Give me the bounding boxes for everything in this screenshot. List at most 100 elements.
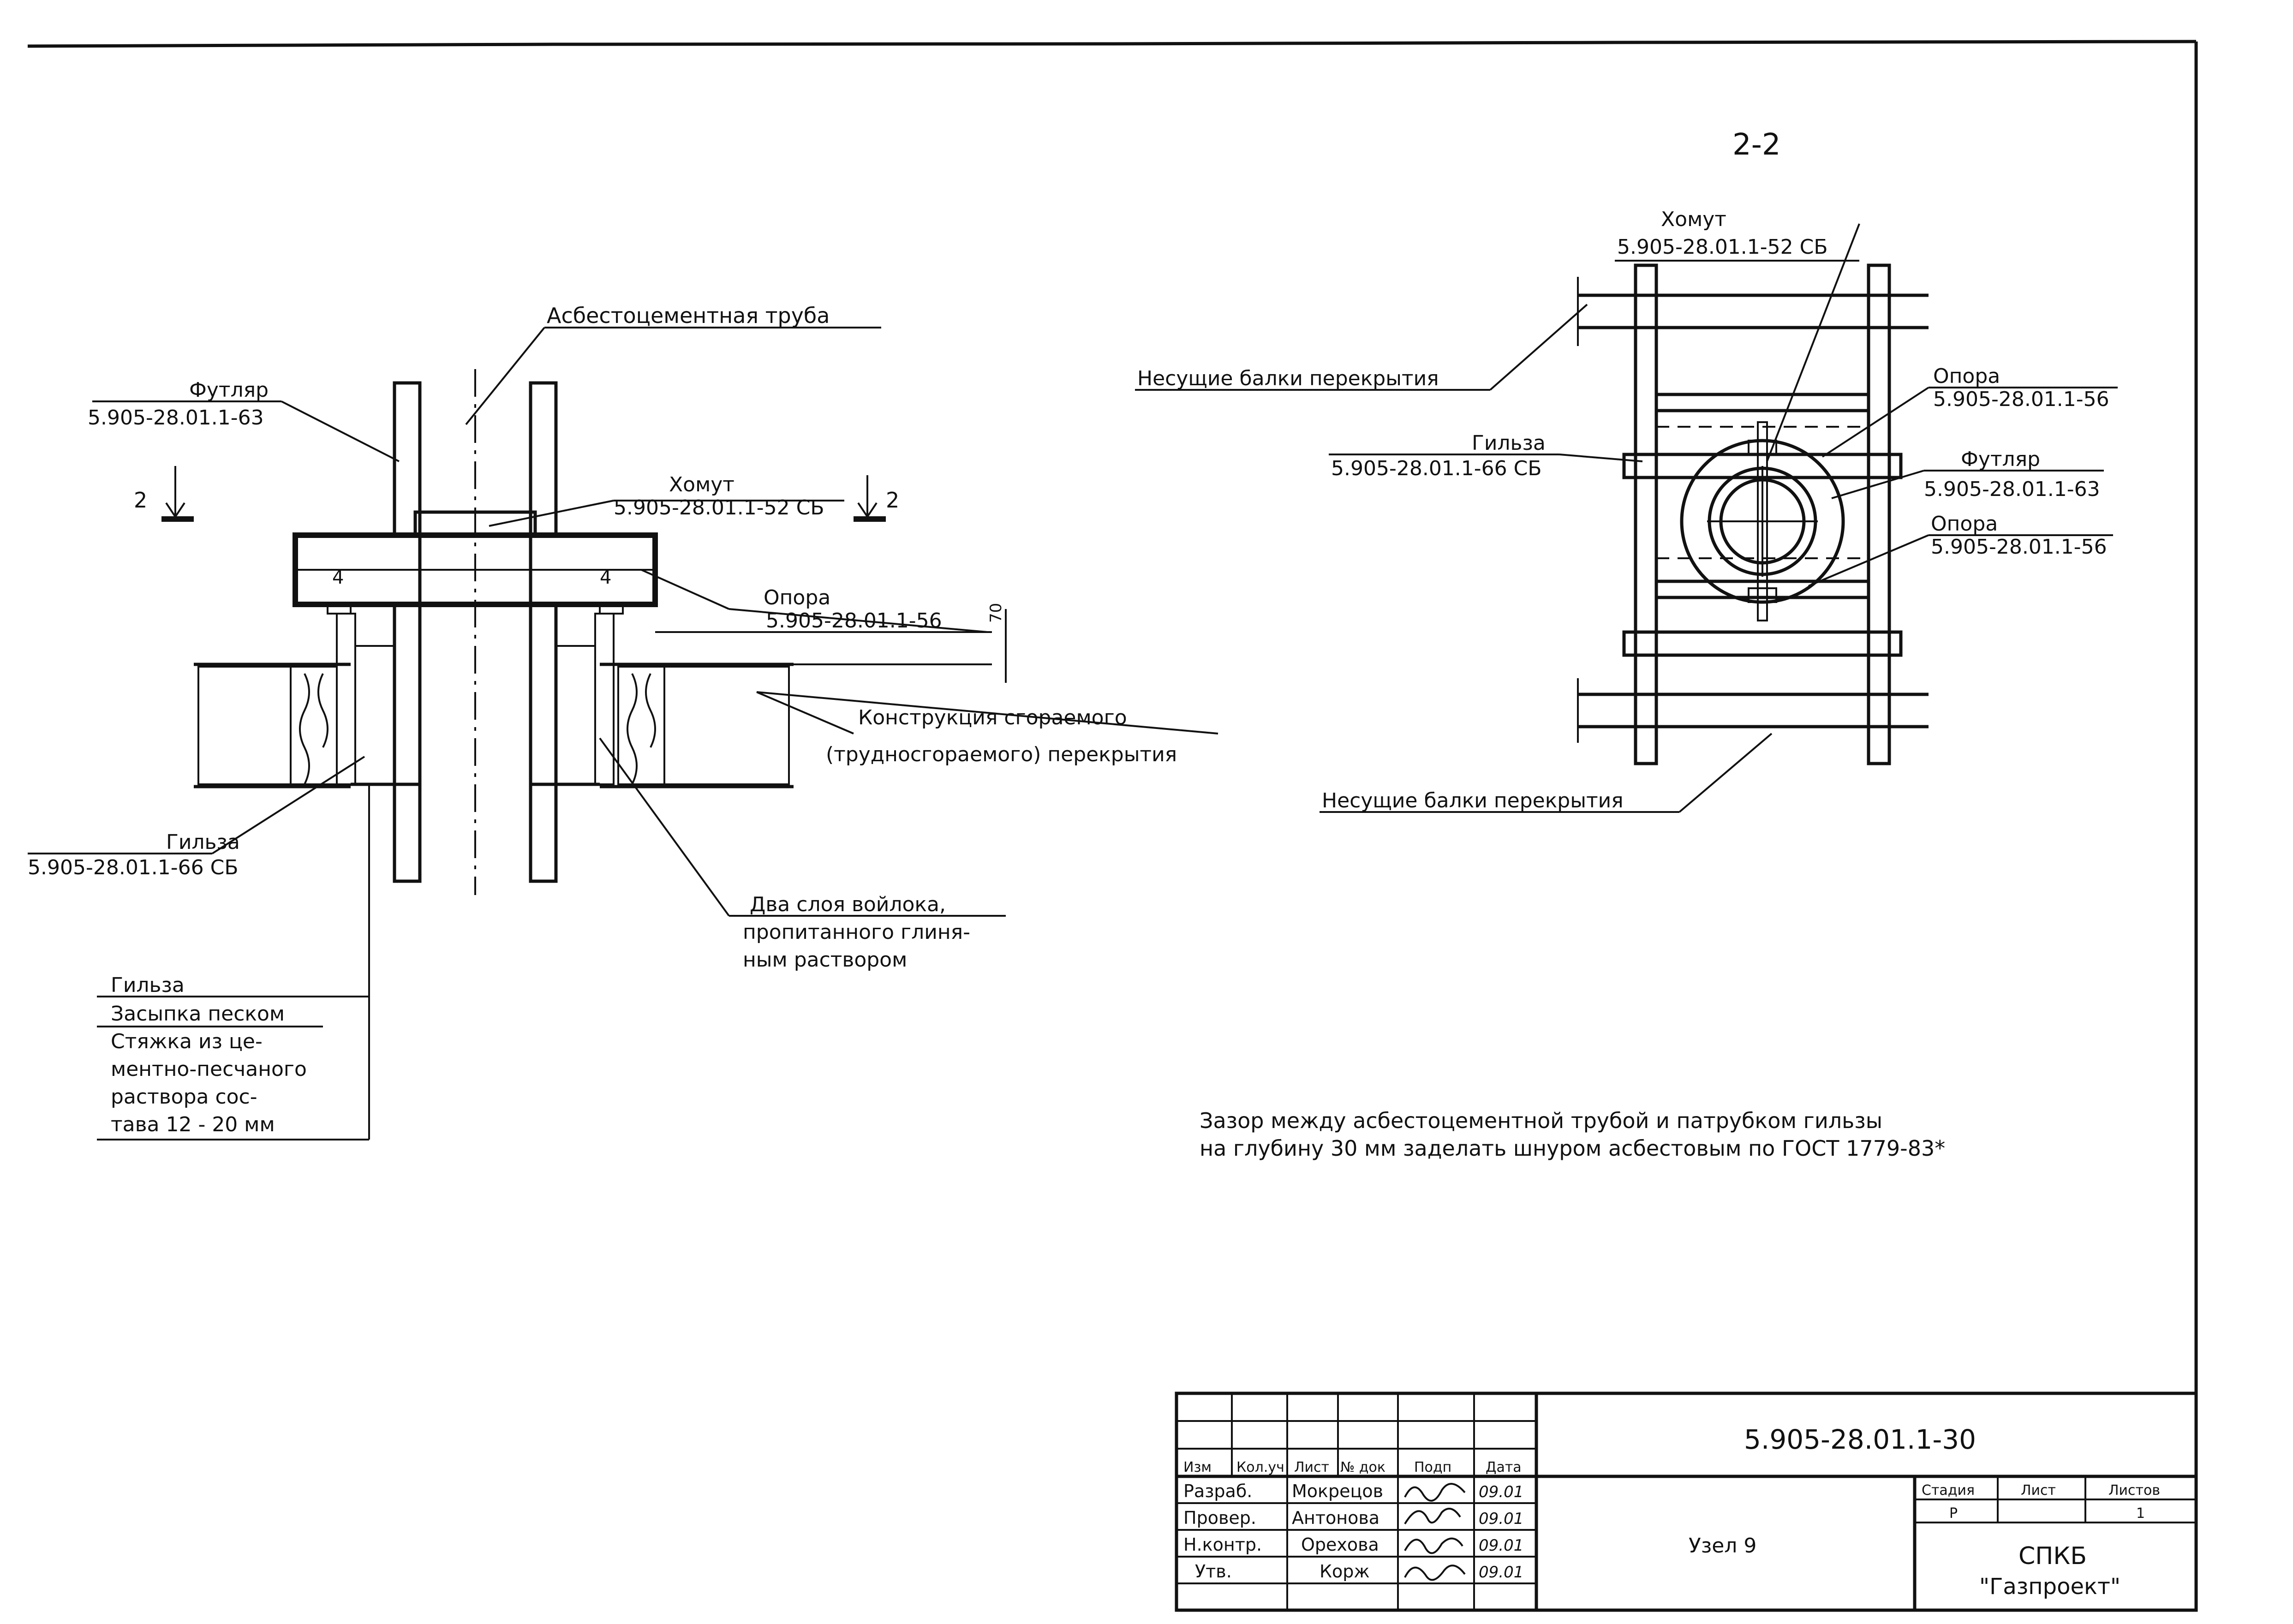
case-code-left: 5.905-28.01.1-63 xyxy=(88,406,264,430)
support-top-title-right: Опора xyxy=(1933,364,2000,388)
signer-role: Утв. xyxy=(1195,1561,1232,1582)
signature-mark xyxy=(1404,1564,1466,1581)
clamp-code-right: 5.905-28.01.1-52 СБ xyxy=(1617,235,1828,259)
note-line2: на глубину 30 мм заделать шнуром асбесто… xyxy=(1200,1136,1945,1161)
right-section-view: 2-2 xyxy=(1135,128,2118,813)
general-note: Зазор между асбестоцементной трубой и па… xyxy=(1200,1108,1945,1161)
case-title-left: Футляр xyxy=(189,378,269,402)
lower-crossbar xyxy=(1654,579,1870,599)
section-title: 2-2 xyxy=(1732,128,1781,162)
asbestos-pipe-label: Асбестоцементная труба xyxy=(547,303,830,328)
drawing-frame xyxy=(27,40,2198,1610)
asbestos-pipe xyxy=(393,369,558,895)
signer-name: Орехова xyxy=(1301,1534,1379,1555)
legend-item-5: тава 12 - 20 мм xyxy=(111,1113,275,1136)
clamp-title-left: Хомут xyxy=(669,473,734,496)
sleeve-code-right: 5.905-28.01.1-66 СБ xyxy=(1331,457,1542,480)
signer-date: 09.01 xyxy=(1479,1563,1523,1582)
upper-crossbar xyxy=(1654,393,1870,412)
signer-name: Мокрецов xyxy=(1292,1481,1383,1501)
stage-value: Р xyxy=(1949,1505,1958,1522)
organization-line2: "Газпроект" xyxy=(1979,1574,2120,1600)
header-list: Лист xyxy=(1294,1459,1329,1475)
support-code-left: 5.905-28.01.1-56 xyxy=(766,609,942,633)
sheet-name: Узел 9 xyxy=(1689,1534,1756,1558)
legend-item-2: Стяжка из це- xyxy=(111,1030,263,1053)
signer-row-2: Н.контр. Орехова 09.01 xyxy=(1183,1534,1523,1555)
legend-item-0: Гильза xyxy=(111,973,185,997)
sleeve-title-left: Гильза xyxy=(166,830,240,854)
legend-item-3: ментно-песчаного xyxy=(111,1057,307,1081)
section-mark-right: 2 xyxy=(854,475,899,522)
dimension-70-text: 70 xyxy=(987,603,1005,623)
sleeve-code-left: 5.905-28.01.1-66 СБ xyxy=(28,856,239,879)
support-beam: 4 4 xyxy=(293,532,658,615)
case-code-right: 5.905-28.01.1-63 xyxy=(1924,478,2100,501)
felt-line2: пропитанного глиня- xyxy=(743,920,970,944)
note-line1: Зазор между асбестоцементной трубой и па… xyxy=(1200,1108,1882,1133)
case-title-right: Футляр xyxy=(1961,448,2040,471)
signer-role: Провер. xyxy=(1183,1508,1256,1528)
signer-date: 09.01 xyxy=(1479,1483,1523,1501)
lower-support-plate xyxy=(1622,630,1903,657)
sheet-header: Лист xyxy=(2021,1482,2056,1499)
left-leaders xyxy=(28,327,1218,1140)
left-section-view: 4 4 xyxy=(28,303,1218,1140)
signer-row-3: Утв. Корж 09.01 xyxy=(1195,1561,1523,1582)
section-mark-right-text: 2 xyxy=(886,488,899,513)
signer-date: 09.01 xyxy=(1479,1536,1523,1555)
signer-date: 09.01 xyxy=(1479,1510,1523,1528)
signer-name: Корж xyxy=(1320,1561,1370,1582)
section-mark-left-text: 2 xyxy=(134,488,147,513)
top-beam xyxy=(1577,277,1929,346)
stage-header: Стадия xyxy=(1922,1482,1975,1499)
clamp-code-left: 5.905-28.01.1-52 СБ xyxy=(614,496,824,519)
felt-line1: Два слоя войлока, xyxy=(750,893,946,916)
floor-slab xyxy=(194,663,794,788)
wood-block-right xyxy=(617,666,665,785)
signer-row-0: Разраб. Мокрецов 09.01 xyxy=(1183,1481,1523,1502)
signature-mark xyxy=(1404,1537,1463,1554)
sheets-header: Листов xyxy=(2108,1482,2160,1499)
document-code: 5.905-28.01.1-30 xyxy=(1744,1424,1976,1455)
pipe-cross-section xyxy=(1680,421,1845,621)
beams-bottom-label: Несущие балки перекрытия xyxy=(1322,789,1624,812)
signer-row-1: Провер. Антонова 09.01 xyxy=(1183,1508,1523,1528)
header-data: Дата xyxy=(1486,1459,1522,1475)
wood-block-left xyxy=(290,666,338,785)
dimension-70: 70 xyxy=(655,603,1007,683)
header-izm: Изм xyxy=(1183,1459,1212,1475)
legend-item-1: Засыпка песком xyxy=(111,1002,285,1026)
beam-mark-right: 4 xyxy=(600,567,611,588)
support-top-code-right: 5.905-28.01.1-56 xyxy=(1933,388,2109,411)
support-bottom-title-right: Опора xyxy=(1931,512,1998,536)
layer-legend: Гильза Засыпка песком Стяжка из це- мент… xyxy=(97,973,369,1140)
section-mark-left: 2 xyxy=(134,466,194,522)
construction-line1: Конструкция сгораемого xyxy=(858,706,1127,729)
right-post xyxy=(1867,263,1891,765)
title-block: 5.905-28.01.1-30 Узел 9 СПКБ "Газпроект"… xyxy=(1175,1391,2198,1612)
beam-mark-left: 4 xyxy=(332,567,344,588)
felt-line3: ным раствором xyxy=(743,948,907,972)
signer-role: Н.контр. xyxy=(1183,1534,1262,1555)
beams-top-label: Несущие балки перекрытия xyxy=(1137,367,1439,390)
organization-line1: СПКБ xyxy=(2018,1542,2087,1570)
bottom-beam xyxy=(1577,678,1929,743)
signature-mark xyxy=(1404,1508,1461,1525)
signer-role: Разраб. xyxy=(1183,1481,1252,1501)
sheets-value: 1 xyxy=(2136,1505,2145,1522)
left-post xyxy=(1634,263,1658,765)
legend-item-4: раствора сос- xyxy=(111,1085,257,1109)
header-podp: Подп xyxy=(1414,1459,1451,1475)
signature-mark xyxy=(1404,1483,1466,1502)
support-bottom-code-right: 5.905-28.01.1-56 xyxy=(1931,535,2107,559)
signer-name: Антонова xyxy=(1292,1508,1379,1528)
clamp-title-right: Хомут xyxy=(1661,208,1726,231)
sleeve xyxy=(336,613,615,786)
construction-line2: (трудносгораемого) перекрытия xyxy=(826,743,1177,766)
right-leaders xyxy=(1135,223,2118,813)
support-title-left: Опора xyxy=(764,586,830,609)
header-n-dok: № док xyxy=(1340,1459,1385,1475)
header-kol-uch: Кол.уч xyxy=(1236,1459,1284,1475)
